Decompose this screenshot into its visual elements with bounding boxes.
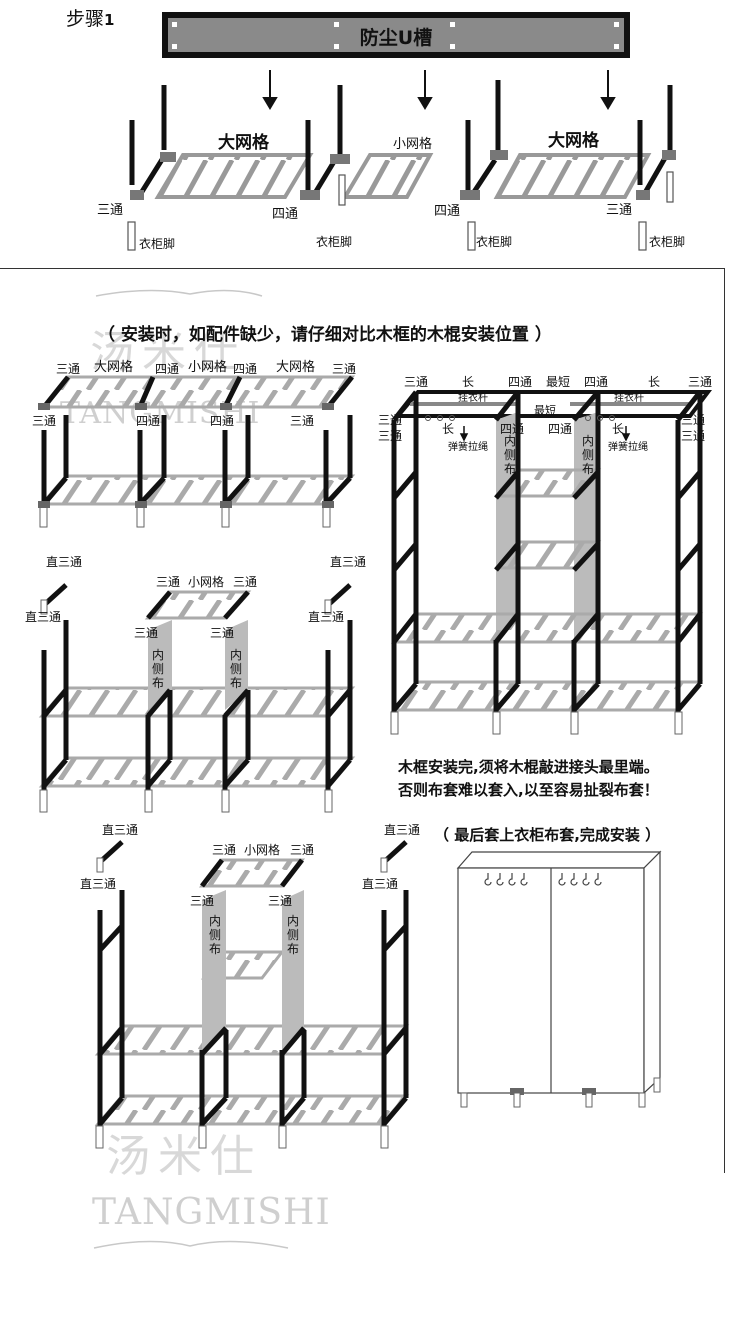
label-long: 长 bbox=[612, 422, 625, 436]
grid-left bbox=[154, 153, 314, 199]
label-straight-three-way: 直三通 bbox=[384, 823, 421, 837]
label-three-way: 三通 bbox=[606, 203, 633, 218]
label-four-way: 四通 bbox=[548, 422, 573, 436]
banner-dot bbox=[614, 44, 619, 49]
down-arrows bbox=[262, 70, 616, 110]
watermark-cn: 汤米仕 bbox=[90, 327, 246, 378]
separator-line bbox=[724, 268, 725, 1173]
label-three-way: 三通 bbox=[290, 414, 315, 428]
step-label: 步骤 bbox=[66, 8, 105, 30]
label-big-grid: 大网格 bbox=[548, 131, 599, 151]
label-four-way: 四通 bbox=[136, 414, 161, 428]
banner-dot bbox=[334, 22, 339, 27]
banner-dot bbox=[172, 22, 177, 27]
label-four-way: 四通 bbox=[233, 362, 258, 376]
label-three-way: 三通 bbox=[212, 843, 237, 857]
label-three-way: 三通 bbox=[190, 894, 215, 908]
label-three-way: 三通 bbox=[681, 429, 706, 443]
label-inner-cloth: 内侧布 bbox=[230, 648, 243, 690]
label-small-grid: 小网格 bbox=[188, 360, 228, 375]
label-three-way: 三通 bbox=[32, 414, 57, 428]
banner-title: 防尘U槽 bbox=[359, 27, 433, 49]
banner-dot bbox=[334, 44, 339, 49]
label-three-way: 三通 bbox=[404, 375, 429, 389]
note-missing-parts: （ 安装时，如配件缺少，请仔细对比木框的木棍安装位置 ） bbox=[98, 325, 552, 345]
label-straight-three-way: 直三通 bbox=[102, 823, 139, 837]
label-four-way: 四通 bbox=[508, 375, 533, 389]
label-spring-rope: 弹簧拉绳 bbox=[608, 442, 648, 453]
label-four-way: 四通 bbox=[272, 207, 299, 222]
label-inner-cloth: 内侧布 bbox=[209, 914, 222, 956]
label-small-grid: 小网格 bbox=[244, 843, 281, 857]
label-big-grid: 大网格 bbox=[276, 360, 316, 375]
label-big-grid: 大网格 bbox=[94, 360, 134, 375]
label-straight-three-way: 直三通 bbox=[46, 555, 83, 569]
label-straight-three-way: 直三通 bbox=[80, 877, 117, 891]
label-hanging-rod: 挂衣杆 bbox=[458, 393, 488, 404]
label-three-way: 三通 bbox=[210, 626, 235, 640]
label-foot: 衣柜脚 bbox=[649, 235, 686, 249]
watermark-en: TANGMISHI bbox=[92, 1192, 331, 1233]
separator-line bbox=[0, 268, 725, 269]
label-foot: 衣柜脚 bbox=[139, 237, 176, 251]
label-foot: 衣柜脚 bbox=[476, 235, 513, 249]
note-frame-done-1: 木框安装完,须将木棍敲进接头最里端。 bbox=[398, 758, 659, 776]
label-three-way: 三通 bbox=[378, 413, 403, 427]
label-three-way: 三通 bbox=[332, 362, 357, 376]
note-frame-done-2: 否则布套难以套入,以至容易扯裂布套！ bbox=[398, 781, 659, 799]
label-three-way: 三通 bbox=[156, 575, 181, 589]
watermark-cn: 汤米仕 bbox=[106, 1131, 262, 1182]
label-straight-three-way: 直三通 bbox=[362, 877, 399, 891]
banner-dot bbox=[172, 44, 177, 49]
step-number: 1 bbox=[104, 11, 115, 29]
label-spring-rope: 弹簧拉绳 bbox=[448, 442, 488, 453]
label-inner-cloth: 内侧布 bbox=[152, 648, 165, 690]
step-title: 步骤1 bbox=[66, 10, 114, 29]
label-small-grid: 小网格 bbox=[188, 575, 225, 589]
label-straight-three-way: 直三通 bbox=[330, 555, 367, 569]
label-three-way: 三通 bbox=[688, 375, 713, 389]
label-shortest: 最短 bbox=[534, 404, 556, 417]
top-frame-diagram bbox=[127, 80, 676, 251]
label-three-way: 三通 bbox=[97, 203, 124, 218]
label-four-way: 四通 bbox=[210, 414, 235, 428]
label-foot: 衣柜脚 bbox=[316, 235, 353, 249]
label-straight-three-way: 直三通 bbox=[25, 610, 62, 624]
grid-middle bbox=[341, 153, 434, 199]
label-four-way: 四通 bbox=[434, 204, 461, 219]
banner-dot bbox=[450, 44, 455, 49]
label-small-grid: 小网格 bbox=[393, 137, 433, 152]
label-four-way: 四通 bbox=[500, 422, 525, 436]
label-hanging-rod: 挂衣杆 bbox=[614, 393, 644, 404]
label-shortest: 最短 bbox=[546, 375, 571, 389]
label-three-way: 三通 bbox=[378, 429, 403, 443]
label-four-way: 四通 bbox=[584, 375, 609, 389]
label-long: 长 bbox=[442, 422, 455, 436]
label-three-way: 三通 bbox=[290, 843, 315, 857]
note-final: （ 最后套上衣柜布套,完成安装 ） bbox=[434, 826, 661, 844]
grid-right bbox=[493, 153, 652, 199]
label-four-way: 四通 bbox=[155, 362, 180, 376]
label-three-way: 三通 bbox=[56, 362, 81, 376]
label-three-way: 三通 bbox=[681, 413, 706, 427]
dust-cover-banner: 防尘U槽 bbox=[162, 12, 630, 58]
label-inner-cloth: 内侧布 bbox=[582, 434, 595, 476]
label-three-way: 三通 bbox=[134, 626, 159, 640]
label-big-grid: 大网格 bbox=[218, 133, 269, 153]
label-long: 长 bbox=[648, 375, 661, 389]
label-inner-cloth: 内侧布 bbox=[287, 914, 300, 956]
label-long: 长 bbox=[462, 375, 475, 389]
label-three-way: 三通 bbox=[233, 575, 258, 589]
label-three-way: 三通 bbox=[268, 894, 293, 908]
banner-dot bbox=[614, 22, 619, 27]
label-inner-cloth: 内侧布 bbox=[504, 434, 517, 476]
banner-dot bbox=[450, 22, 455, 27]
label-straight-three-way: 直三通 bbox=[308, 610, 345, 624]
